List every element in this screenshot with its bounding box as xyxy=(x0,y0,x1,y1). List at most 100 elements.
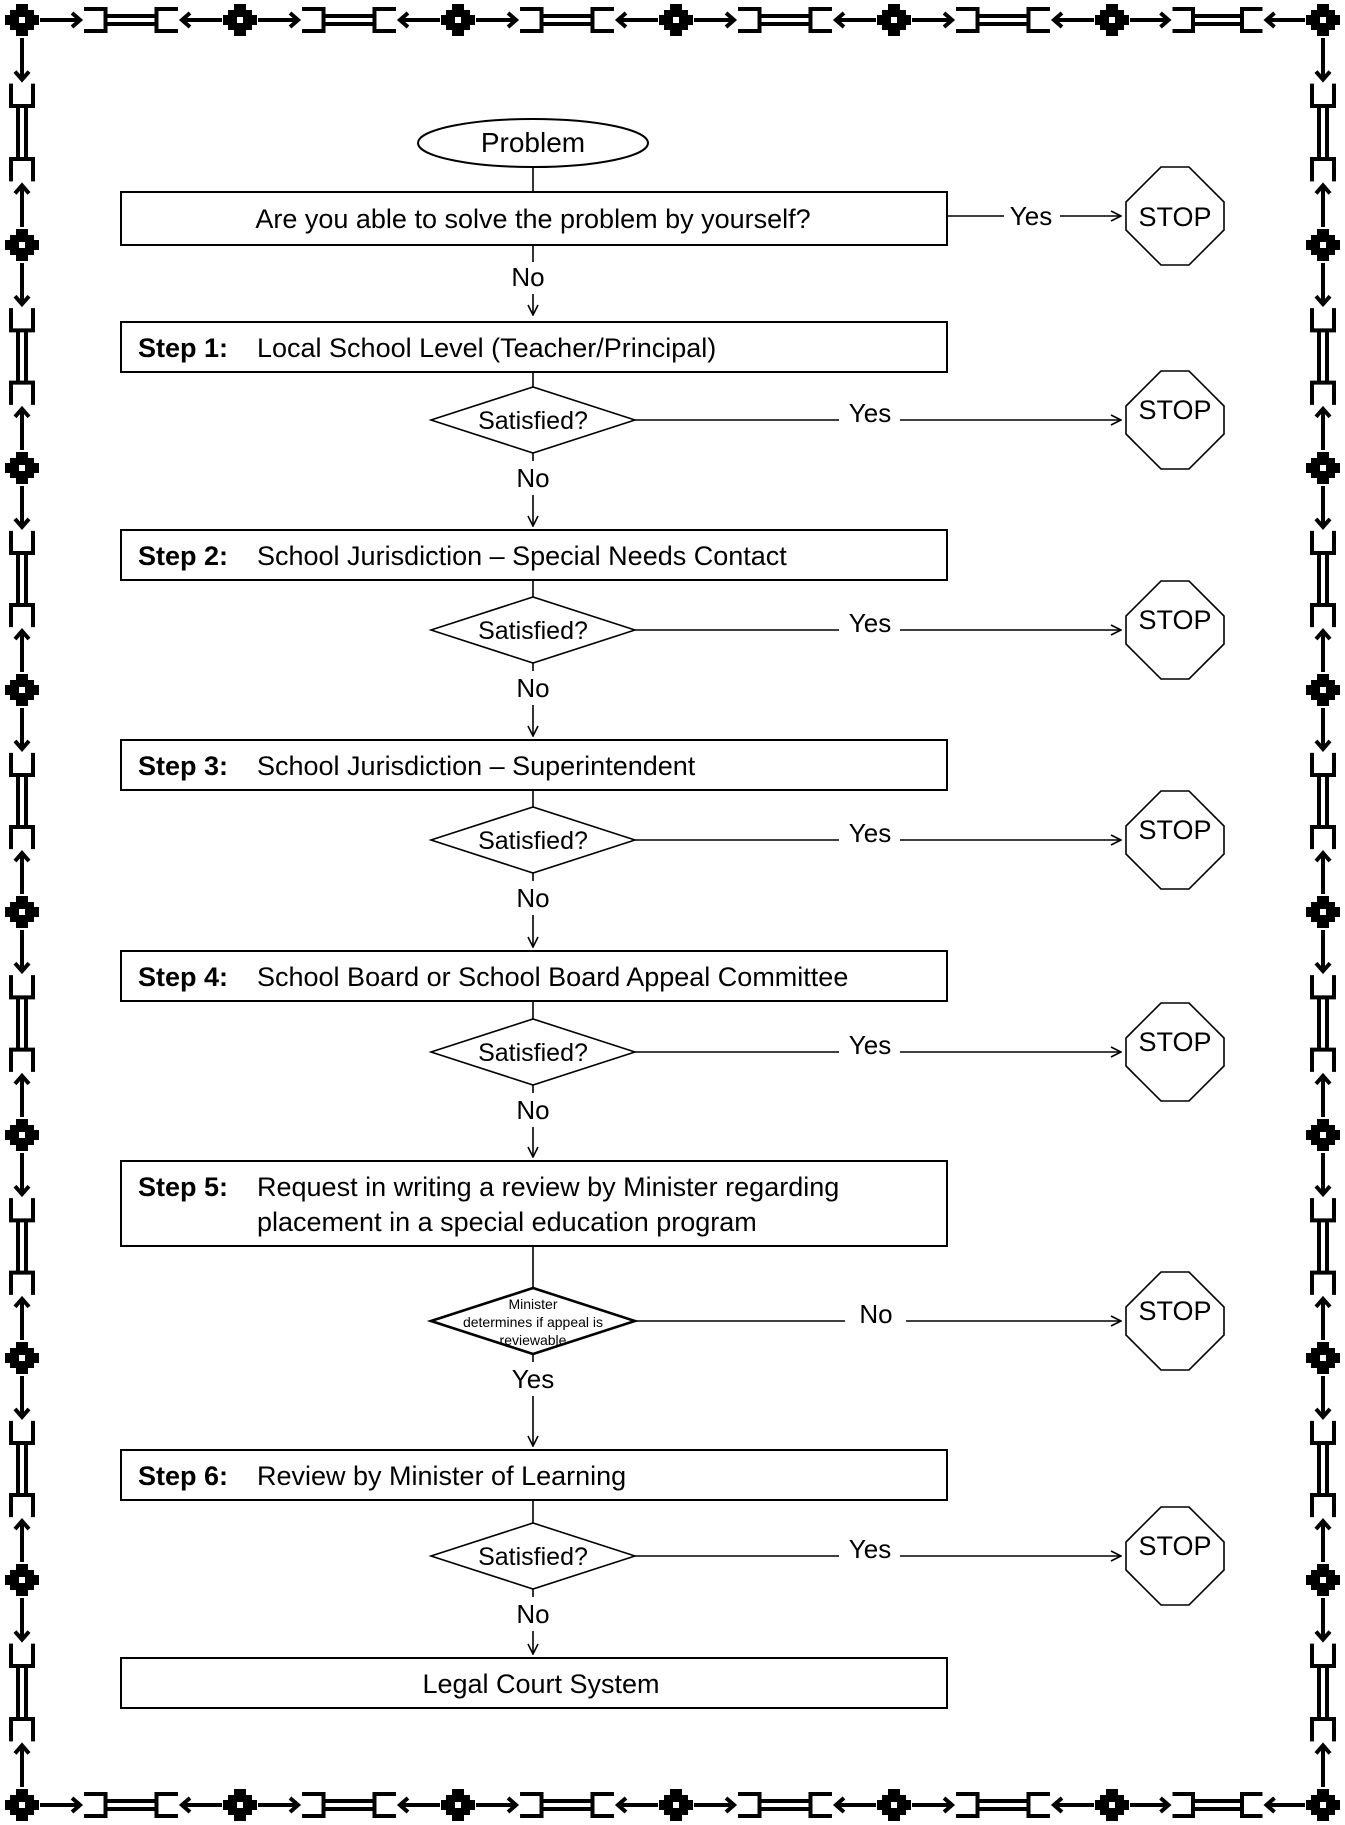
stop-sign-2: STOP xyxy=(1125,580,1225,680)
step-2-line-1: School Jurisdiction – Special Needs Cont… xyxy=(257,541,787,571)
border-motif xyxy=(1310,486,1336,672)
step-3-text: Step 3: School Jurisdiction – Superintend… xyxy=(138,751,696,781)
border-medallion xyxy=(5,4,39,36)
stop-sign-6: STOP xyxy=(1125,1506,1225,1606)
border-medallion xyxy=(1306,896,1340,928)
step-2-prefix: Step 2: xyxy=(138,541,228,571)
start-terminal: Problem xyxy=(417,118,649,168)
step-2-box: Step 2: School Jurisdiction – Special Nee… xyxy=(120,529,948,581)
decision-2-continue-label: No xyxy=(516,673,549,703)
step-3-prefix: Step 3: xyxy=(138,751,228,781)
stop-sign-1: STOP xyxy=(1125,370,1225,470)
decision-4-exit-label: Yes xyxy=(849,1030,891,1060)
step-4-line-1: School Board or School Board Appeal Comm… xyxy=(257,962,848,992)
border-medallion xyxy=(1306,4,1340,36)
border-medallion xyxy=(223,4,257,36)
stop-sign-question: STOP xyxy=(1125,166,1225,266)
stop-sign-4: STOP xyxy=(1125,1002,1225,1102)
border-motif xyxy=(912,1792,1094,1818)
border-motif xyxy=(9,930,35,1117)
border-medallion xyxy=(5,1789,39,1821)
border-motif xyxy=(258,1792,440,1818)
border-motif xyxy=(9,1153,35,1340)
step-1-prefix: Step 1: xyxy=(138,333,228,363)
step-6-line-1: Review by Minister of Learning xyxy=(257,1461,626,1491)
border-medallion xyxy=(5,1564,39,1596)
border-medallion xyxy=(659,1789,693,1821)
question-no-label: No xyxy=(511,262,544,292)
step-5-box: Step 5:Request in writing a review by Mi… xyxy=(120,1160,948,1247)
stop-label: STOP xyxy=(1138,202,1211,232)
question-box: Are you able to solve the problem by you… xyxy=(120,191,948,246)
legal-court-box: Legal Court System xyxy=(120,1657,948,1709)
decision-3-label: Satisfied? xyxy=(478,827,588,855)
stop-label: STOP xyxy=(1138,1296,1211,1326)
border-medallion xyxy=(5,452,39,484)
border-medallion xyxy=(441,4,475,36)
decision-5-exit-label: No xyxy=(859,1299,892,1329)
border-medallion xyxy=(223,1789,257,1821)
border-motif xyxy=(1310,263,1336,450)
border-medallion xyxy=(1306,1789,1340,1821)
decision-2: Satisfied? xyxy=(428,596,638,664)
border-medallion xyxy=(5,1342,39,1374)
border-medallion xyxy=(877,1789,911,1821)
border-motif xyxy=(9,263,35,450)
decision-5-label-1: Minister xyxy=(508,1296,557,1312)
stop-label: STOP xyxy=(1138,1531,1211,1561)
border-medallion xyxy=(5,229,39,261)
step-5-group: Step 5:Request in writing a review by Mi… xyxy=(120,1160,1225,1446)
step-6-box: Step 6:Review by Minister of Learning xyxy=(120,1449,948,1501)
border-medallion xyxy=(1306,1119,1340,1151)
border-medallion xyxy=(5,1119,39,1151)
border-motif xyxy=(9,708,35,894)
decision-4-continue-label: No xyxy=(516,1095,549,1125)
border-motif xyxy=(40,7,222,33)
border-motif xyxy=(1130,7,1305,33)
decision-2-label: Satisfied? xyxy=(478,617,588,645)
step-1-text: Step 1: Local School Level (Teacher/Princ… xyxy=(138,333,716,363)
border-motif xyxy=(1310,1598,1336,1787)
step-4-text: Step 4:School Board or School Board Appe… xyxy=(138,962,848,992)
decision-1: Satisfied? xyxy=(428,386,638,454)
step-1-line-1: Local School Level (Teacher/Principal) xyxy=(257,333,716,363)
step-2-group: Step 2: School Jurisdiction – Special Nee… xyxy=(120,529,1225,736)
border-motif xyxy=(694,1792,876,1818)
border-motif xyxy=(476,1792,658,1818)
step-6-text: Step 6:Review by Minister of Learning xyxy=(138,1461,626,1491)
step-5-line-1: Request in writing a review by Minister … xyxy=(257,1172,839,1202)
stop-sign-5: STOP xyxy=(1125,1271,1225,1371)
border-motif xyxy=(1310,1376,1336,1562)
border-medallion xyxy=(1095,4,1129,36)
border-medallion xyxy=(5,896,39,928)
border-medallion xyxy=(1306,1564,1340,1596)
decision-1-continue-label: No xyxy=(516,463,549,493)
border-motif xyxy=(694,7,876,33)
border-motif xyxy=(258,7,440,33)
decision-3-continue-label: No xyxy=(516,883,549,913)
decision-5-continue-label: Yes xyxy=(512,1364,554,1394)
decision-5-label-2: determines if appeal is xyxy=(463,1314,603,1330)
decision-3-exit-label: Yes xyxy=(849,818,891,848)
question-text: Are you able to solve the problem by you… xyxy=(255,204,810,234)
decision-2-exit-label: Yes xyxy=(849,608,891,638)
step-2-text: Step 2: School Jurisdiction – Special Nee… xyxy=(138,541,787,571)
border-medallion xyxy=(1306,1342,1340,1374)
stop-label: STOP xyxy=(1138,395,1211,425)
decision-4-label: Satisfied? xyxy=(478,1039,588,1067)
border-medallion xyxy=(441,1789,475,1821)
border-medallion xyxy=(1306,674,1340,706)
stop-label: STOP xyxy=(1138,815,1211,845)
border-medallion xyxy=(1306,452,1340,484)
step-5-text: Step 5:Request in writing a review by Mi… xyxy=(138,1172,839,1237)
border-motif xyxy=(40,1792,222,1818)
step-1-box: Step 1: Local School Level (Teacher/Princ… xyxy=(120,321,948,373)
border-motif xyxy=(1310,1153,1336,1340)
step-3-group: Step 3: School Jurisdiction – Superintend… xyxy=(120,739,1225,947)
step-3-line-1: School Jurisdiction – Superintendent xyxy=(257,751,696,781)
border-motif xyxy=(9,486,35,672)
decision-6-continue-label: No xyxy=(516,1599,549,1629)
